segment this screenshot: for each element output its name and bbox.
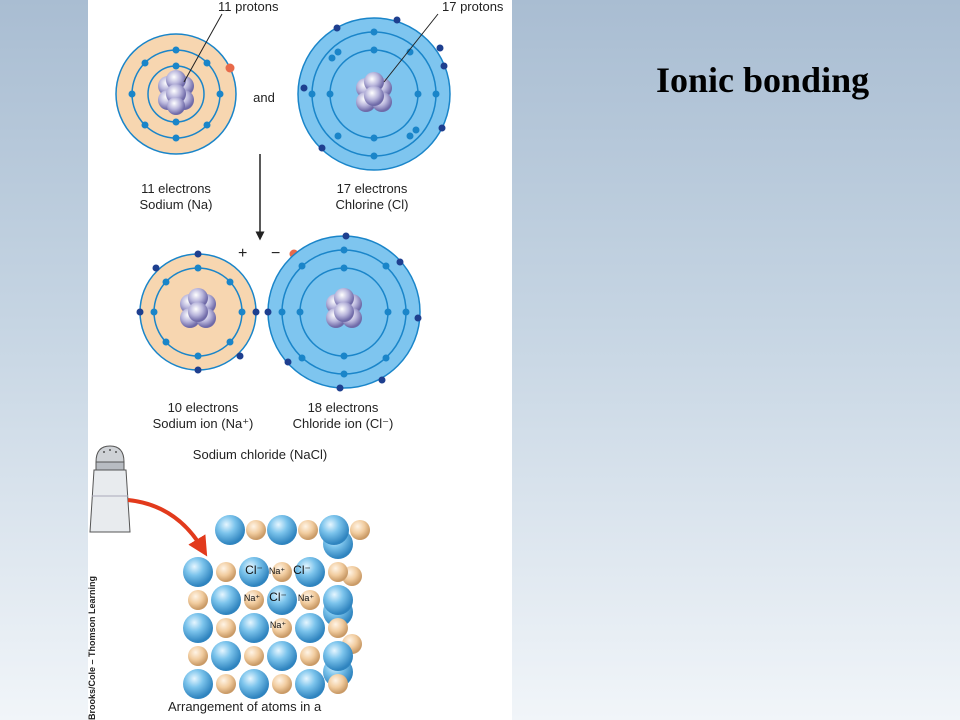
credit-line: Brooks/Cole – Thomson Learning [88,555,101,720]
lattice-ion [323,641,353,671]
lattice-ion [244,590,264,610]
chlorine-name-label: Chlorine (Cl) [335,197,409,212]
lattice-ion [319,515,349,545]
sodium-ion-electrons [150,264,246,360]
lattice-ion [244,646,264,666]
plus-sign: + [238,245,247,262]
credit-text: Brooks/Cole – Thomson Learning [88,575,97,720]
compound-name-label: Sodium chloride (NaCl) [192,447,328,462]
lattice-ion [267,641,297,671]
chlorine-outer-electrons [300,16,448,152]
lattice-ion [183,557,213,587]
chloride-ion-electrons-label: 18 electrons [307,400,379,415]
crystal-lattice: Cl⁻ Na⁺ Cl⁻ Na⁺ Cl⁻ Na⁺ Na⁺ [183,515,370,699]
sodium-ion-outer-electrons [136,250,260,374]
lattice-ion [239,557,269,587]
lattice-ion [295,557,325,587]
lattice-ion [216,562,236,582]
lattice-ion [323,585,353,615]
sodium-name-label: Sodium (Na) [139,197,213,212]
sodium-protons-label: 11 protons [218,0,279,14]
lattice-label-na-1: Na⁺ [269,566,286,576]
chloride-ion-name-label: Chloride ion (Cl⁻) [292,416,394,431]
lattice-label-cl-2: Cl⁻ [293,563,311,577]
chloride-ion-electrons [278,246,410,378]
salt-shaker [89,445,131,533]
transfer-electron [225,63,235,73]
lattice-ion [216,674,236,694]
chlorine-atom [297,13,451,171]
lattice-ion [239,613,269,643]
lattice-ion [272,618,292,638]
lattice-ion [216,618,236,638]
lattice-ion [300,646,320,666]
chlorine-electrons-label: 17 electrons [336,181,408,196]
ionic-bonding-figure: + − [88,0,512,720]
sodium-ion-nucleus [180,288,216,328]
lattice-ion [272,562,292,582]
lattice-ion [298,520,318,540]
lattice-label-cl-3: Cl⁻ [269,590,287,604]
lattice-ion [328,562,348,582]
chlorine-nucleus [356,72,392,112]
sodium-ion [136,250,260,374]
chloride-ion-outer-electrons [264,232,422,392]
minus-sign: − [271,245,280,262]
lattice-ion [350,520,370,540]
chlorine-electrons [308,28,440,160]
lattice-ion [211,641,241,671]
lattice-ion [328,618,348,638]
lattice-label-cl-1: Cl⁻ [245,563,263,577]
lattice-ion [183,669,213,699]
sodium-ion-electrons-label: 10 electrons [167,400,239,415]
lattice-label-na-2: Na⁺ [244,593,261,603]
lattice-ion [328,674,348,694]
sodium-atom [115,13,237,155]
lattice-ion [183,613,213,643]
lattice-label-na-4: Na⁺ [270,620,287,630]
slide-title: Ionic bonding [656,60,870,100]
lattice-ion [246,520,266,540]
lattice-ion [295,669,325,699]
lattice-ion [272,674,292,694]
zoom-arrow [127,498,208,557]
chloride-ion [264,232,422,392]
sodium-ion-name-label: Sodium ion (Na⁺) [152,416,254,431]
chloride-ion-nucleus [326,288,362,328]
sodium-nucleus [158,70,194,115]
lattice-ion [267,585,297,615]
lattice-ion [215,515,245,545]
lattice-ion [267,515,297,545]
and-label: and [253,90,275,105]
lattice-ion [300,590,320,610]
sodium-electrons [128,46,224,142]
lattice-ion [295,613,325,643]
lattice-caption: Arrangement of atoms in a [168,699,322,714]
lattice-label-na-3: Na⁺ [298,593,315,603]
lattice-ion [239,669,269,699]
lattice-ion [188,646,208,666]
chlorine-protons-label: 17 protons [442,0,504,14]
lattice-ion [188,590,208,610]
sodium-electrons-label: 11 electrons [141,181,211,196]
lattice-ion [211,585,241,615]
diagram-canvas: + − [89,13,451,699]
